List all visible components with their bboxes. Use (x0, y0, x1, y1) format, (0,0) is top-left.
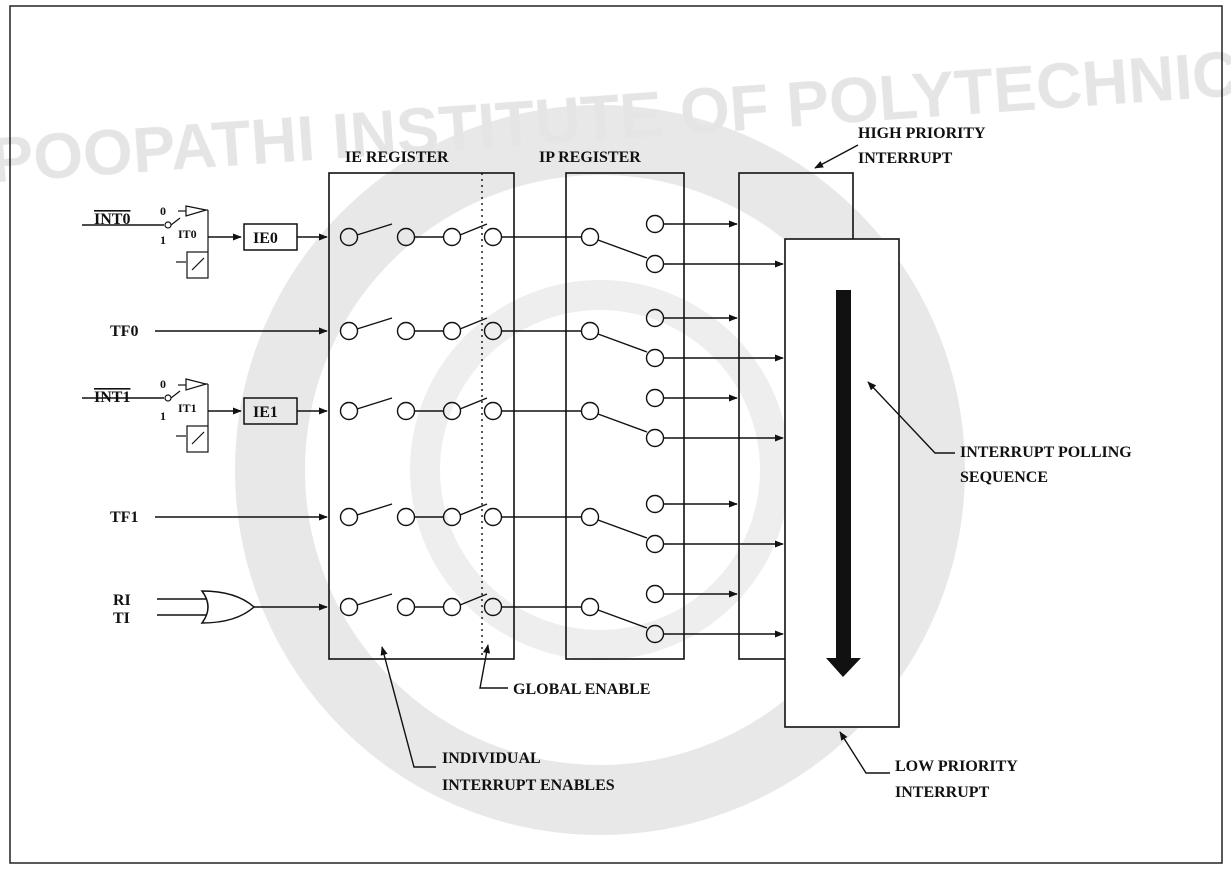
ip-switch-contact-int0 (580, 227, 600, 247)
int1-mux-zero: 0 (160, 377, 166, 391)
ea-switch-contact-int1 (483, 401, 503, 421)
ea-switch-contact-ri-ti (442, 597, 462, 617)
ea-switch-contact-tf0 (442, 321, 462, 341)
global-enable-label: GLOBAL ENABLE (513, 681, 650, 698)
polling-label-2: SEQUENCE (960, 469, 1048, 486)
ip-low-contact-ri-ti (645, 624, 665, 644)
input-ti-label: TI (113, 610, 130, 627)
ie-switch-contact-int0 (396, 227, 416, 247)
ea-switch-contact-int1 (442, 401, 462, 421)
ip-switch-blade-int1 (597, 413, 648, 433)
int0-mux-zero: 0 (160, 204, 166, 218)
switch-rows (339, 214, 784, 644)
polling-arrow-shaft (836, 290, 851, 660)
ie-switch-contact-tf1 (339, 507, 359, 527)
ea-switch-contact-tf1 (483, 507, 503, 527)
ip-high-contact-tf0 (645, 308, 665, 328)
ie-switch-contact-ri-ti (339, 597, 359, 617)
ip-switch-blade-int0 (597, 239, 648, 259)
polling-arrow-head (826, 658, 861, 677)
ip-register-label: IP REGISTER (539, 149, 641, 166)
ip-switch-blade-tf0 (597, 333, 648, 353)
ie-switch-contact-tf0 (339, 321, 359, 341)
ea-switch-blade-tf0 (459, 317, 488, 330)
ip-switch-contact-tf1 (580, 507, 600, 527)
ie-switch-contact-int1 (339, 401, 359, 421)
ip-high-contact-int1 (645, 388, 665, 408)
ea-switch-blade-tf1 (459, 503, 488, 516)
int0-type-bit: IT0 (178, 227, 197, 241)
high-priority-label-2: INTERRUPT (858, 150, 953, 167)
ip-switch-contact-ri-ti (580, 597, 600, 617)
ie-switch-blade-ri-ti (356, 593, 393, 606)
int1-mux-one: 1 (160, 409, 166, 423)
ie-register-block (328, 172, 515, 660)
ip-switch-blade-tf1 (597, 519, 648, 539)
int1-mux: 0 1 IT1 (160, 377, 209, 453)
or-gate (200, 590, 256, 624)
ea-switch-contact-tf0 (483, 321, 503, 341)
low-priority-label-1: LOW PRIORITY (895, 758, 1018, 775)
ie-switch-contact-int1 (396, 401, 416, 421)
ip-switch-contact-tf0 (580, 321, 600, 341)
ie-switch-contact-tf0 (396, 321, 416, 341)
input-ri-label: RI (113, 592, 131, 609)
int1-type-bit: IT1 (178, 401, 197, 415)
ie0-flag-label: IE0 (253, 230, 278, 247)
low-priority-label-2: INTERRUPT (895, 784, 990, 801)
input-tf0-label: TF0 (110, 323, 138, 340)
ip-low-contact-tf1 (645, 534, 665, 554)
ea-switch-contact-tf1 (442, 507, 462, 527)
ip-low-contact-tf0 (645, 348, 665, 368)
ea-switch-blade-ri-ti (459, 593, 488, 606)
ie-register-label: IE REGISTER (345, 149, 449, 166)
ip-low-contact-int0 (645, 254, 665, 274)
ie-switch-contact-ri-ti (396, 597, 416, 617)
ie-switch-blade-int0 (356, 223, 393, 236)
ip-high-contact-int0 (645, 214, 665, 234)
ie-switch-blade-tf0 (356, 317, 393, 330)
ie-switch-blade-int1 (356, 397, 393, 410)
int0-mux: 0 1 IT0 (160, 204, 209, 279)
int0-mux-one: 1 (160, 233, 166, 247)
ip-high-contact-ri-ti (645, 584, 665, 604)
ie-switch-contact-int0 (339, 227, 359, 247)
ip-high-contact-tf1 (645, 494, 665, 514)
ea-switch-contact-int0 (483, 227, 503, 247)
high-priority-label-1: HIGH PRIORITY (858, 125, 986, 142)
ea-switch-contact-int0 (442, 227, 462, 247)
ip-low-contact-int1 (645, 428, 665, 448)
ie1-flag-label: IE1 (253, 404, 278, 421)
individual-enables-label-1: INDIVIDUAL (442, 750, 541, 767)
ie-switch-blade-tf1 (356, 503, 393, 516)
diagram-frame (9, 5, 1223, 864)
ie-switch-contact-tf1 (396, 507, 416, 527)
individual-enables-label-2: INTERRUPT ENABLES (442, 777, 615, 794)
ip-switch-contact-int1 (580, 401, 600, 421)
input-tf1-label: TF1 (110, 509, 138, 526)
ea-switch-blade-int0 (459, 223, 488, 236)
ip-switch-blade-ri-ti (597, 609, 648, 629)
polling-label-1: INTERRUPT POLLING (960, 444, 1132, 461)
ip-register-block (565, 172, 685, 660)
ea-switch-contact-ri-ti (483, 597, 503, 617)
watermark-text: SRI RANGAPOOPATHI INSTITUTE OF POLYTECHN… (0, 15, 1231, 222)
ea-switch-blade-int1 (459, 397, 488, 410)
input-int0-label: INT0 (94, 211, 130, 228)
